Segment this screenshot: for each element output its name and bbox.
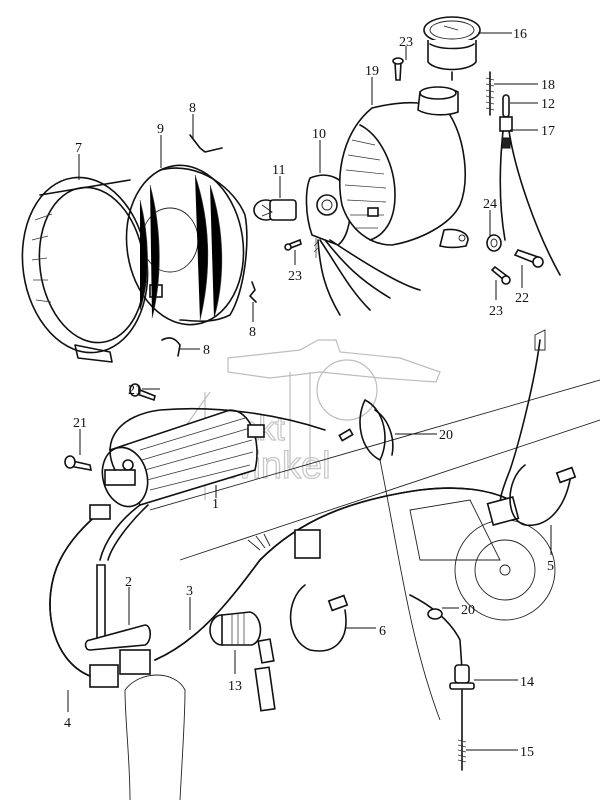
callout-23c: 23 (489, 304, 503, 319)
bulb-socket (305, 174, 421, 316)
callout-10: 10 (312, 127, 326, 142)
wire-harness (49, 329, 546, 688)
callout-8a: 8 (189, 101, 196, 116)
harness-band-small (289, 584, 349, 652)
spark-plug-cap (84, 504, 152, 651)
callout-9: 9 (157, 122, 164, 137)
callout-19: 19 (365, 64, 379, 79)
headlight-case (339, 86, 469, 249)
headlight-rim (21, 176, 163, 363)
callout-21b: 21 (73, 416, 87, 431)
callout-24: 24 (483, 197, 497, 212)
callout-18: 18 (541, 78, 555, 93)
harness-band-large (509, 464, 577, 526)
callout-16: 16 (513, 27, 527, 42)
callout-14: 14 (520, 675, 534, 690)
callout-20b: 20 (461, 603, 475, 618)
callout-20a: 20 (439, 428, 453, 443)
callout-5: 5 (547, 559, 554, 574)
callout-8b: 8 (249, 325, 256, 340)
callout-2: 2 (125, 575, 132, 590)
callout-13: 13 (228, 679, 242, 694)
callout-4: 4 (64, 716, 71, 731)
headlight-bulb (253, 199, 297, 221)
callout-22: 22 (515, 291, 529, 306)
spring-and-indicator (485, 71, 561, 276)
callout-15: 15 (520, 745, 534, 760)
ignition-switch (209, 611, 276, 712)
speedometer (423, 16, 481, 81)
callout-23b: 23 (288, 269, 302, 284)
fasteners (284, 57, 544, 285)
callout-1: 1 (212, 497, 219, 512)
callout-8c: 8 (203, 343, 210, 358)
leader-lines (67, 32, 552, 751)
callout-3: 3 (186, 584, 193, 599)
callout-labels: 1 2 3 4 5 6 7 8 8 8 9 10 11 12 13 14 15 … (64, 27, 555, 760)
callout-11: 11 (272, 163, 285, 178)
wire-clamp (338, 399, 394, 461)
callout-7: 7 (75, 141, 82, 156)
spring-clips (161, 134, 257, 357)
callout-17: 17 (541, 124, 555, 139)
callout-23a: 23 (399, 35, 413, 50)
callout-21a: 21 (128, 383, 142, 398)
headlight-lens (125, 164, 248, 326)
frame-outline (124, 379, 600, 800)
ignition-coil (64, 383, 326, 508)
callout-12: 12 (541, 97, 555, 112)
stop-switch (409, 594, 475, 771)
callout-6: 6 (379, 624, 386, 639)
